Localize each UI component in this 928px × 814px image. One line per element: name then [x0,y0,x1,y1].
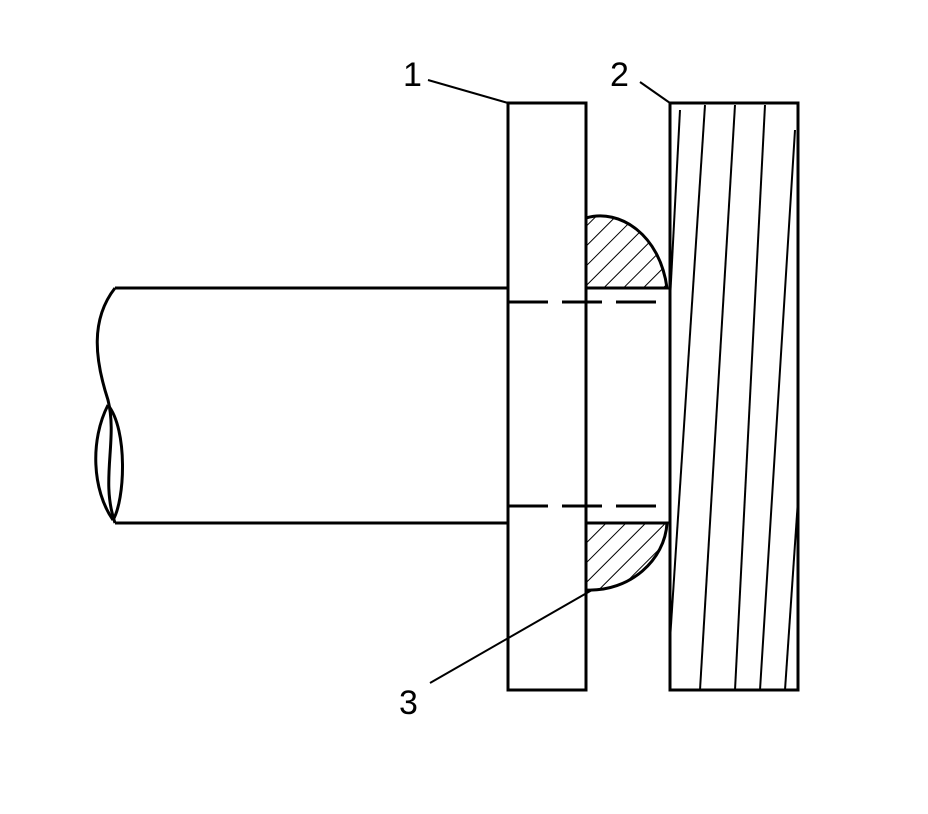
shaft [94,286,665,525]
leader-line-1 [427,79,509,104]
callout-3: 3 [399,684,418,722]
callout-1: 1 [403,56,422,94]
leader-lines [427,79,671,684]
leader-line-2 [639,81,671,104]
weld-bead-upper [584,214,669,290]
part-2-plate [668,101,800,692]
part-3-weld [584,214,669,592]
callout-2: 2 [610,56,629,94]
weld-bead-lower [584,521,669,592]
part-1-washer [506,101,588,692]
leader-line-3 [429,589,593,684]
